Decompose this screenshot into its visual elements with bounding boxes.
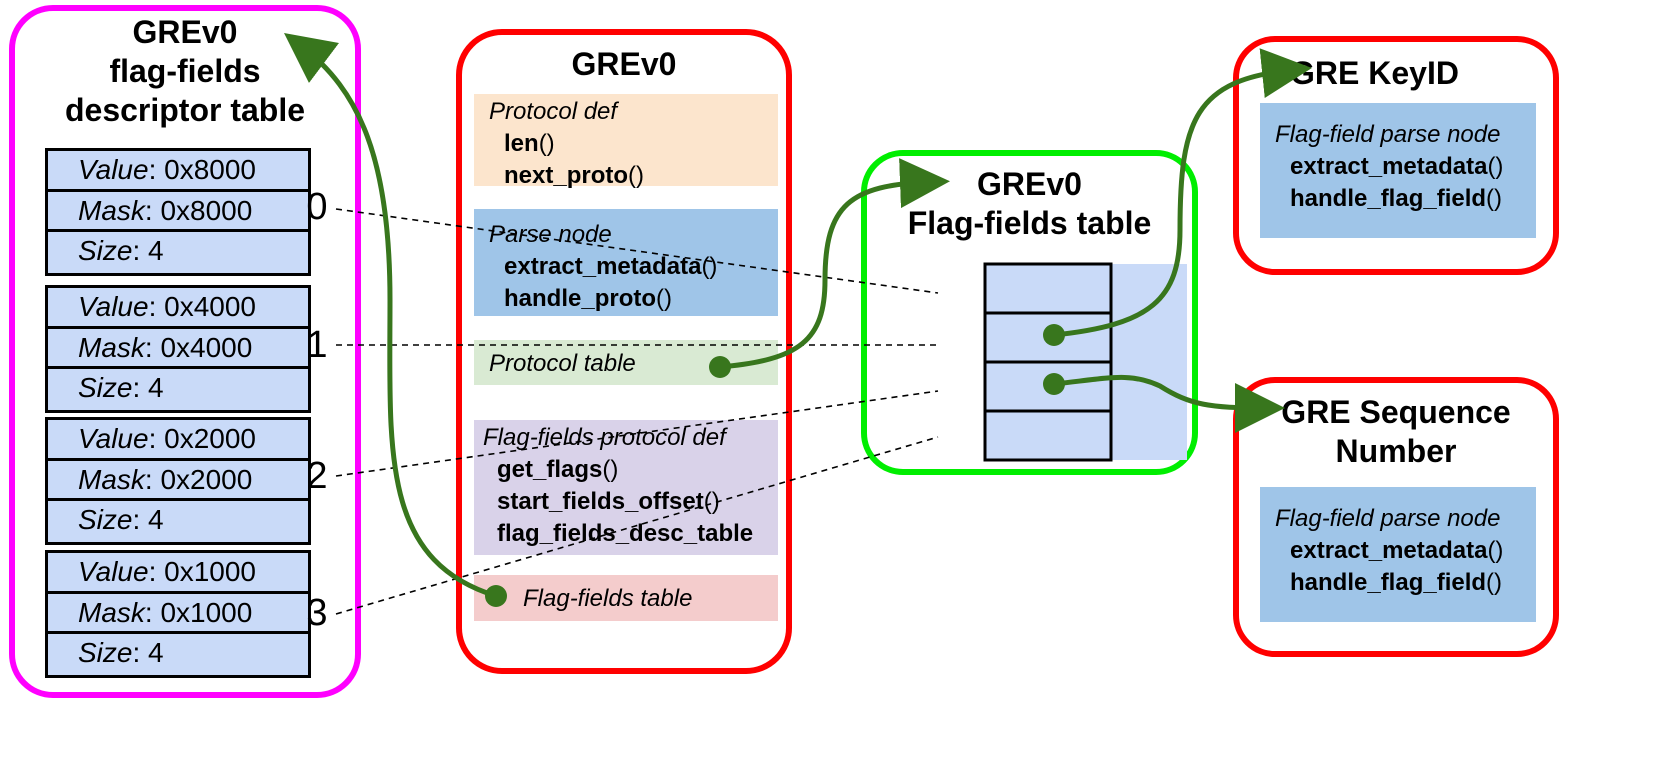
descriptor-index-1: 1 — [306, 324, 328, 366]
descriptor-index-2: 2 — [306, 455, 328, 497]
flag-fields-protocol-def-section: Flag-fields protocol def get_flags() sta… — [474, 420, 778, 555]
dot-cell-1 — [1043, 324, 1065, 346]
dot-cell-2 — [1043, 373, 1065, 395]
arrow-to-gre-seq — [1053, 374, 1285, 433]
descriptor-index-3: 3 — [306, 592, 328, 634]
arrow-to-gre-keyid — [1053, 48, 1312, 338]
flag-fields-table-title: GREv0 Flag-fields table — [907, 166, 1152, 242]
descriptor-mask-row: Mask: 0x8000 — [48, 192, 308, 233]
descriptor-entry-1: Value: 0x4000 Mask: 0x4000 Size: 4 — [45, 285, 311, 413]
flag-fields-grid — [983, 262, 1113, 462]
gre-seq-title: GRE Sequence Number — [1281, 394, 1511, 470]
descriptor-index-0: 0 — [306, 186, 328, 228]
arrow-to-descriptor-table — [284, 32, 497, 599]
descriptor-entry-0: Value: 0x8000 Mask: 0x8000 Size: 4 — [45, 148, 311, 276]
index-link-0 — [335, 208, 939, 294]
descriptor-value-row: Value: 0x8000 — [48, 151, 308, 192]
descriptor-mask-row: Mask: 0x2000 — [48, 461, 308, 502]
dot-flag-fields-table — [485, 585, 507, 607]
descriptor-table-title: GREv0 flag-fields descriptor table — [64, 14, 306, 129]
index-links — [335, 208, 939, 615]
descriptor-value-row: Value: 0x2000 — [48, 420, 308, 461]
gre-keyid-title: GRE KeyID — [1290, 55, 1459, 91]
pointer-arrows — [284, 32, 1312, 599]
descriptor-mask-row: Mask: 0x1000 — [48, 594, 308, 635]
dot-protocol-table — [709, 356, 731, 378]
descriptor-size-row: Size: 4 — [78, 504, 164, 536]
descriptor-mask-row: Mask: 0x4000 — [48, 329, 308, 370]
arrow-to-flag-fields-table — [719, 158, 950, 370]
parse-node-section: Parse node extract_metadata() handle_pro… — [474, 209, 778, 316]
descriptor-size-row: Size: 4 — [78, 372, 164, 404]
descriptor-size-row: Size: 4 — [78, 637, 164, 669]
descriptor-size-row: Size: 4 — [78, 235, 164, 267]
descriptor-entry-3: Value: 0x1000 Mask: 0x1000 Size: 4 — [45, 550, 311, 678]
grev0-title: GREv0 — [571, 46, 677, 82]
descriptor-value-row: Value: 0x1000 — [48, 553, 308, 594]
index-link-2 — [335, 390, 939, 477]
gre-keyid-parse-node: Flag-field parse node extract_metadata()… — [1260, 103, 1536, 238]
pointer-dots — [485, 324, 1065, 607]
protocol-def-section: Protocol def len() next_proto() — [474, 94, 778, 189]
index-link-3 — [335, 436, 939, 615]
descriptor-value-row: Value: 0x4000 — [48, 288, 308, 329]
gre-seq-parse-node: Flag-field parse node extract_metadata()… — [1260, 487, 1536, 622]
flag-fields-table-section: Flag-fields table — [474, 575, 778, 621]
descriptor-entry-2: Value: 0x2000 Mask: 0x2000 Size: 4 — [45, 417, 311, 545]
